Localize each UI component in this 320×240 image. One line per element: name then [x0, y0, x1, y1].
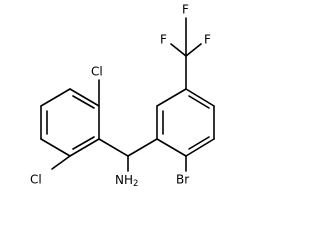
atom-label-br: Br [176, 173, 189, 187]
double-bond-inner [188, 95, 210, 109]
atom-label-f-top: F [182, 3, 189, 17]
double-bond-inner [188, 136, 210, 150]
atom-label-f-right: F [204, 33, 211, 47]
bond-ring-to-ch [98, 138, 129, 157]
double-bond-inner [72, 136, 95, 150]
atom-label-f-left: F [160, 33, 167, 47]
bond-to-cl-bottom [51, 155, 71, 170]
atom-label-cl-top: Cl [91, 65, 103, 79]
bond [69, 88, 100, 107]
bond-cf3-to-f-left [170, 43, 187, 57]
bond [156, 138, 187, 157]
bond [185, 138, 215, 157]
bond-cf3-to-f-right [185, 43, 202, 57]
dichlorophenyl-ring [40, 88, 100, 157]
bond [69, 138, 100, 157]
bond [156, 88, 187, 107]
atom-label-nh2-subscript: 2 [133, 179, 138, 189]
double-bond-inner [72, 95, 95, 109]
chemical-structure-diagram: Cl Cl NH2 Br F F F [30, 3, 215, 189]
bond-ch-to-ring [127, 138, 158, 157]
atom-label-nh2: NH2 [115, 173, 138, 189]
bond [40, 88, 71, 107]
bond [40, 138, 71, 157]
bond [185, 88, 215, 107]
bromo-trifluoromethylphenyl-ring [156, 88, 215, 157]
atom-label-cl-bottom: Cl [30, 173, 42, 187]
atom-label-nh2-main: NH [115, 173, 133, 187]
